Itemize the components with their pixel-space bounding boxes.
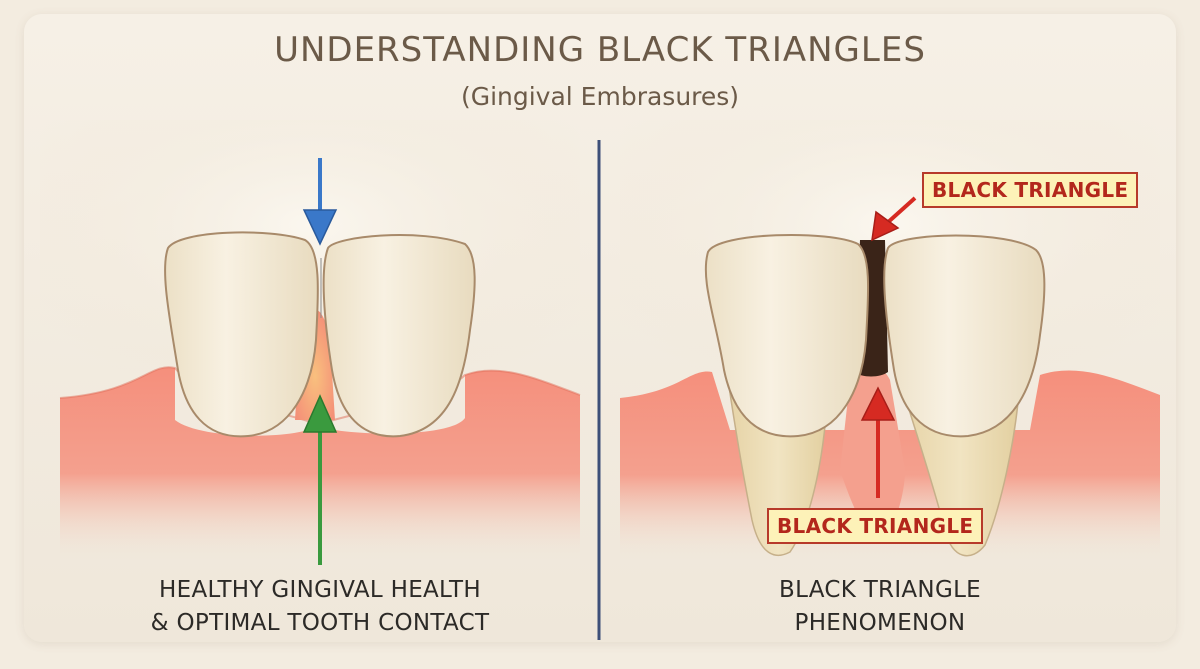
blue-arrow bbox=[302, 158, 338, 246]
left-tooth-1 bbox=[164, 231, 319, 438]
black-triangle-caption-line2: PHENOMENON bbox=[794, 610, 966, 636]
red-arrow-bottom bbox=[860, 386, 896, 498]
healthy-caption-line1: HEALTHY GINGIVAL HEALTH bbox=[159, 577, 481, 603]
healthy-caption-line2: & OPTIMAL TOOTH CONTACT bbox=[150, 610, 490, 636]
green-arrow bbox=[302, 394, 338, 565]
black-triangle-label-top: BLACK TRIANGLE bbox=[922, 172, 1139, 208]
black-triangle-caption-line1: BLACK TRIANGLE bbox=[778, 577, 982, 603]
black-triangle-label-bottom: BLACK TRIANGLE bbox=[767, 508, 984, 544]
page-subtitle: (Gingival Embrasures) bbox=[460, 82, 740, 111]
left-tooth-2 bbox=[322, 234, 476, 438]
red-arrow-top bbox=[871, 196, 917, 242]
right-tooth-1 bbox=[704, 234, 870, 438]
page-title: UNDERSTANDING BLACK TRIANGLES bbox=[274, 30, 926, 70]
healthy-caption: HEALTHY GINGIVAL HEALTH & OPTIMAL TOOTH … bbox=[60, 574, 580, 640]
black-triangle-caption: BLACK TRIANGLE PHENOMENON bbox=[620, 574, 1140, 640]
right-tooth-2 bbox=[883, 234, 1046, 438]
